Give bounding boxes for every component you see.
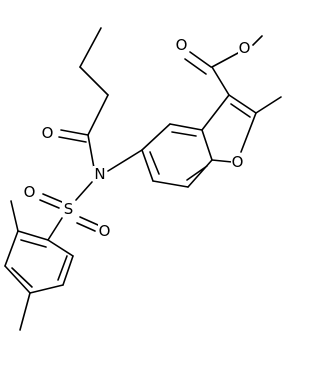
bond — [169, 123, 203, 131]
bond — [4, 230, 19, 267]
atom-label: O — [239, 39, 251, 57]
bond — [79, 66, 109, 96]
bond — [60, 129, 89, 136]
bond — [4, 265, 31, 294]
bond — [230, 103, 251, 118]
bond — [141, 123, 171, 151]
atom-o-sulfonyl-2: O — [98, 222, 111, 240]
bond — [211, 159, 233, 163]
atom-label: N — [94, 165, 105, 183]
bond — [187, 159, 213, 188]
atom-o-amide: O — [41, 124, 54, 142]
bond — [58, 136, 87, 143]
bond — [240, 112, 257, 153]
atom-s-sulfonyl: S — [62, 200, 75, 218]
bond — [75, 181, 93, 201]
bond — [252, 35, 263, 46]
bond — [29, 284, 64, 294]
bond — [57, 255, 68, 281]
bond — [47, 217, 63, 241]
bond — [19, 292, 31, 331]
atom-o-furan: O — [231, 153, 244, 171]
atom-label: O — [42, 124, 54, 142]
bond — [87, 134, 95, 169]
atom-label: O — [24, 183, 36, 201]
bond — [149, 151, 160, 175]
bond — [76, 222, 96, 232]
bond — [11, 267, 33, 288]
bond — [171, 131, 197, 137]
atom-o-carbonyl-ester: O — [175, 36, 188, 54]
atom-n-amide: N — [93, 165, 107, 183]
structure-diagram: O O O O N S O O — [4, 27, 282, 331]
bond — [201, 129, 213, 161]
bond — [211, 66, 230, 96]
atom-label-layer: O O O O N S O O — [23, 36, 251, 240]
bond — [47, 239, 74, 257]
bond — [255, 96, 282, 114]
bond — [42, 193, 63, 203]
atom-label: S — [64, 200, 74, 218]
bond — [152, 180, 189, 188]
bond — [141, 149, 154, 182]
atom-label: O — [176, 36, 188, 54]
bond — [79, 216, 99, 226]
bond — [17, 230, 49, 241]
bond — [189, 51, 212, 68]
bond — [10, 200, 19, 232]
bond — [62, 255, 74, 286]
bond — [107, 149, 143, 172]
bond — [184, 58, 207, 75]
atom-o-methoxy: O — [238, 39, 251, 57]
bond — [186, 165, 208, 181]
bond-layer — [4, 27, 282, 331]
bond — [87, 94, 109, 136]
atom-label: O — [99, 222, 111, 240]
atom-label: O — [232, 153, 244, 171]
bond — [20, 239, 47, 248]
bond — [79, 27, 102, 68]
bond — [39, 199, 60, 209]
atom-o-sulfonyl-1: O — [23, 183, 36, 201]
bond — [211, 52, 239, 68]
bond — [228, 94, 257, 114]
bond — [201, 94, 230, 131]
